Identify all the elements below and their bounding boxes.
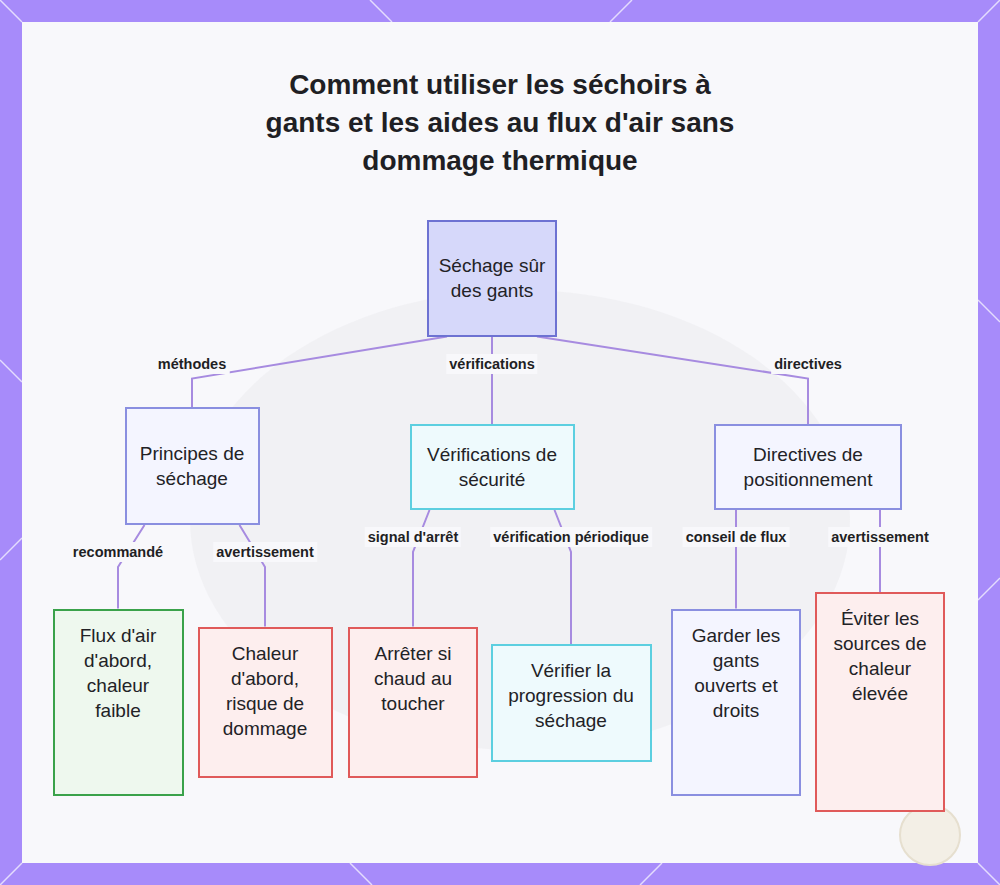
edge-label: conseil de flux <box>683 527 790 547</box>
edge-label: avertissement <box>213 542 317 562</box>
node-text: Éviter les sources de chaleur élevée <box>825 606 935 706</box>
edge-label: signal d'arrêt <box>365 527 461 547</box>
process-box: Vérifications de sécurité <box>410 424 575 510</box>
process-box: Arrêter si chaud au toucher <box>348 627 478 778</box>
logo-badge <box>900 805 960 865</box>
node-text: Séchage sûr des gants <box>437 253 547 303</box>
node-text: Vérifier la progression du séchage <box>501 658 642 733</box>
node-text: Vérifications de sécurité <box>420 442 565 492</box>
edge-label: recommandé <box>70 542 166 562</box>
process-box: Éviter les sources de chaleur élevée <box>815 592 945 812</box>
process-box: Flux d'air d'abord, chaleur faible <box>53 609 184 796</box>
connector <box>192 337 447 408</box>
edge-label: avertissement <box>828 527 932 547</box>
process-box: Garder les gants ouverts et droits <box>671 609 801 796</box>
diagram-title: Comment utiliser les séchoirs à gants et… <box>250 66 750 180</box>
edge-label: méthodes <box>155 354 230 374</box>
node-text: Directives de positionnement <box>724 442 892 492</box>
process-box: Chaleur d'abord, risque de dommage <box>198 627 333 778</box>
process-box: Principes de séchage <box>125 407 260 525</box>
connector <box>118 525 145 609</box>
connector <box>240 525 266 627</box>
page-ground <box>22 22 978 863</box>
connector <box>537 337 808 425</box>
connector <box>879 510 881 592</box>
node-text: Chaleur d'abord, risque de dommage <box>208 641 323 741</box>
node-text: Arrêter si chaud au toucher <box>358 641 468 716</box>
edge-label: directives <box>771 354 845 374</box>
edge-label: vérifications <box>446 354 537 374</box>
process-box: Vérifier la progression du séchage <box>491 644 652 762</box>
edge-label: vérification périodique <box>490 527 652 547</box>
title-text: Comment utiliser les séchoirs à gants et… <box>266 69 735 176</box>
connector <box>735 510 737 609</box>
connector <box>491 337 493 425</box>
root-box: Séchage sûr des gants <box>427 220 557 337</box>
node-text: Garder les gants ouverts et droits <box>681 623 791 723</box>
node-text: Flux d'air d'abord, chaleur faible <box>63 623 174 723</box>
node-text: Principes de séchage <box>135 441 250 491</box>
process-box: Directives de positionnement <box>714 424 902 510</box>
